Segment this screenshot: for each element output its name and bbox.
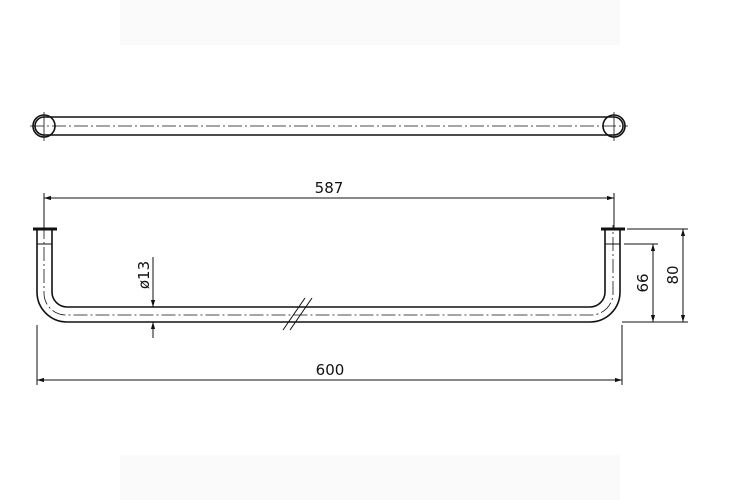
dimensions [36,193,688,385]
dimension-600: 600 [316,361,345,379]
dimension-80: 80 [664,265,682,284]
dimension-587: 587 [315,179,344,197]
top-view [30,112,628,141]
dimension-diameter-13: ø13 [135,261,153,289]
faint-background-band [120,0,620,45]
faint-background-band [120,455,620,500]
dimension-66: 66 [634,273,652,292]
front-view [33,225,625,331]
